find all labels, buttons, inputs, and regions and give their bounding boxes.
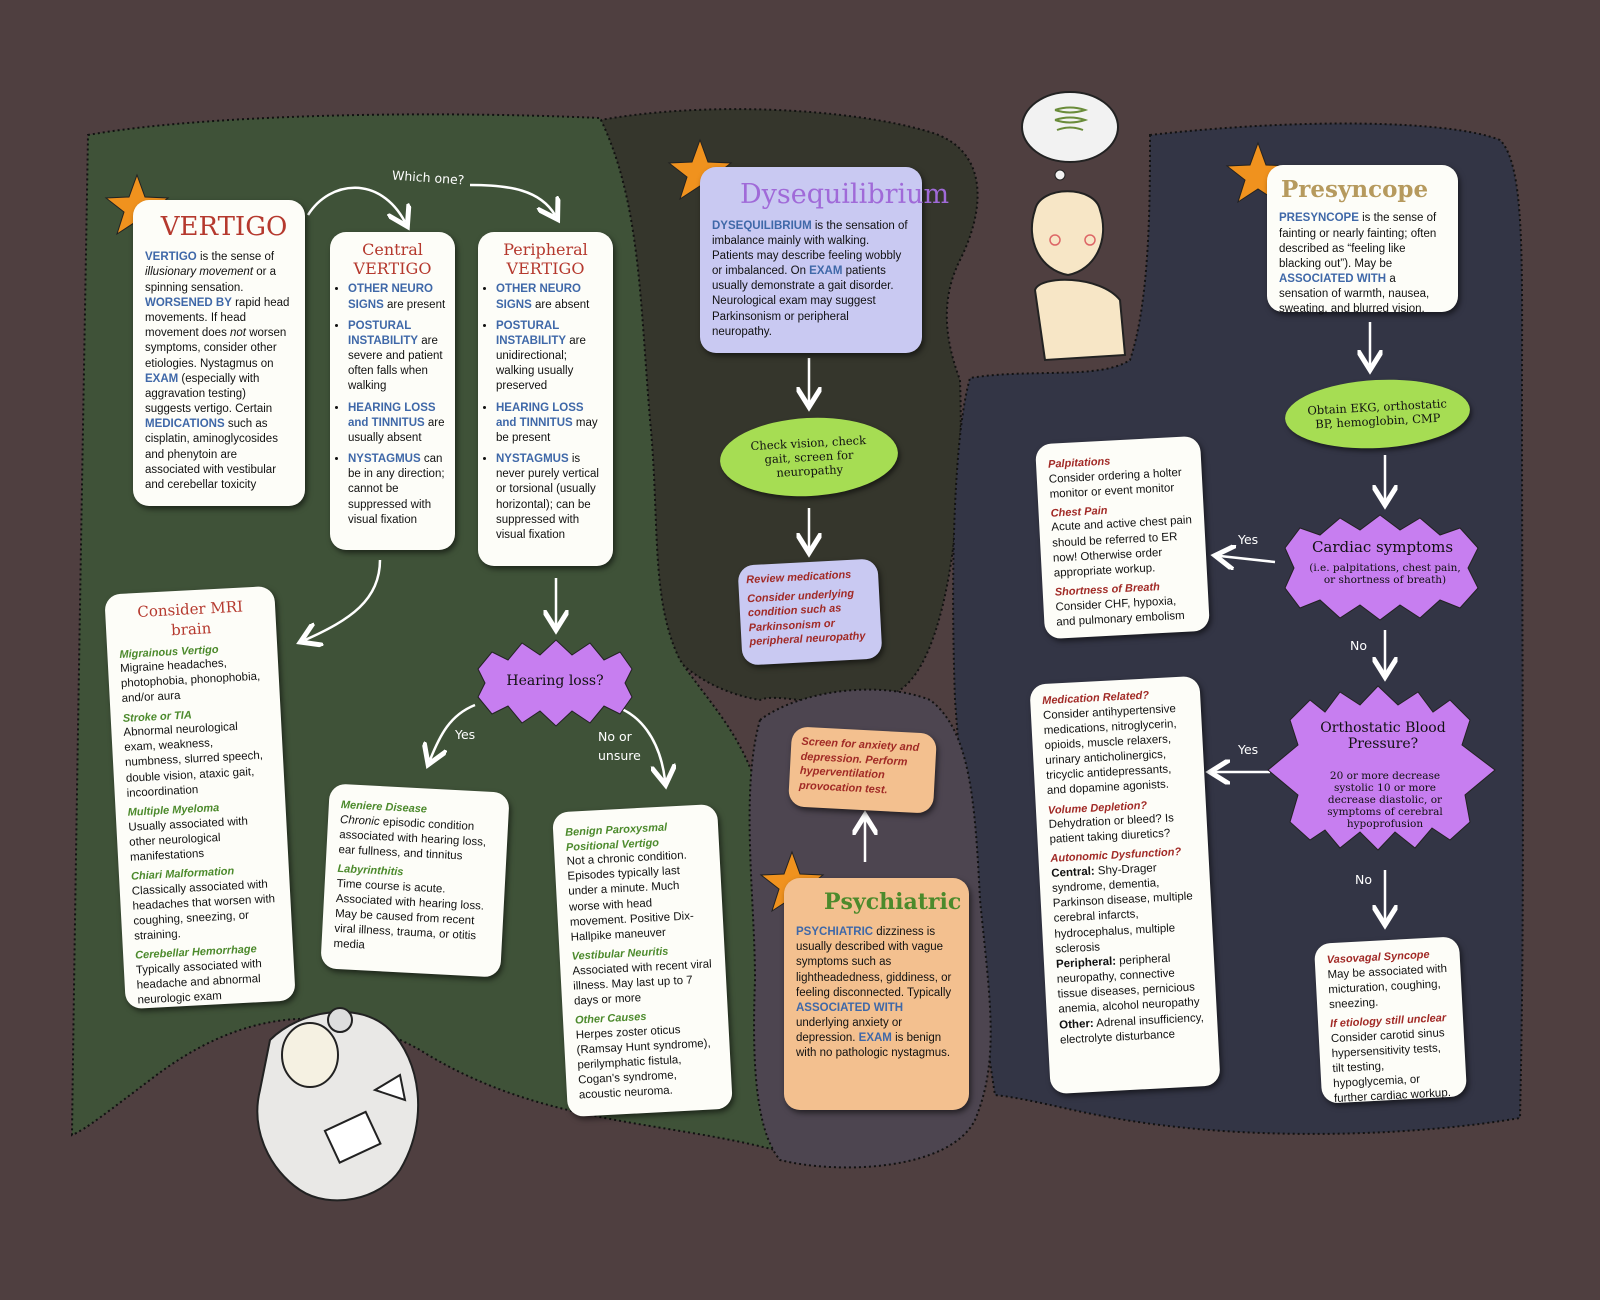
central-vertigo-card: Central VERTIGO OTHER NEURO SIGNS are pr…	[330, 232, 455, 550]
list-item: POSTURAL INSTABILITY are severe and pati…	[348, 319, 447, 395]
list-item: NYSTAGMUS can be in any direction; canno…	[348, 452, 447, 528]
central-title-1: Central	[338, 240, 447, 259]
psych-screen-card: Screen for anxiety and depression. Perfo…	[788, 726, 937, 813]
medication-card: Medication Related? Consider antihyperte…	[1029, 676, 1220, 1094]
item-text: Acute and active chest pain should be re…	[1051, 514, 1195, 582]
review-medications-card: Review medications Consider underlying c…	[737, 558, 882, 665]
presyncope-description: PRESYNCOPE is the sense of fainting or n…	[1279, 211, 1446, 317]
peripheral-list: OTHER NEURO SIGNS are absentPOSTURAL INS…	[486, 282, 605, 543]
item-text: Chronic episodic condition associated wi…	[338, 813, 496, 867]
cardiac-title: Cardiac symptoms	[1300, 538, 1465, 556]
hearing-yes-label: Yes	[455, 727, 475, 742]
item-text: Abnormal neurological exam, weakness, nu…	[123, 718, 273, 801]
mri-title: Consider MRI brain	[117, 596, 265, 643]
dysequilibrium-card: Dysequilibrium DYSEQUILIBRIUM is the sen…	[700, 167, 922, 353]
psych-title: Psychiatric	[824, 888, 957, 917]
list-item: OTHER NEURO SIGNS are absent	[496, 282, 605, 312]
kw-vertigo: VERTIGO	[145, 251, 197, 263]
item-text: Not a chronic condition. Episodes typica…	[566, 847, 712, 945]
ortho-no-label: No	[1355, 872, 1372, 887]
central-list: OTHER NEURO SIGNS are presentPOSTURAL IN…	[338, 282, 447, 528]
hearing-loss-label: Hearing loss?	[480, 673, 630, 689]
peripheral-title-2: VERTIGO	[486, 259, 605, 278]
cardiac-sub: (i.e. palpitations, chest pain, or short…	[1305, 562, 1465, 586]
list-item: POSTURAL INSTABILITY are unidirectional;…	[496, 319, 605, 395]
ortho-title: Orthostatic Blood Pressure?	[1318, 720, 1448, 752]
item-text: Migraine headaches, photophobia, phonoph…	[120, 654, 268, 707]
psychiatric-card: Psychiatric PSYCHIATRIC dizziness is usu…	[784, 878, 969, 1110]
list-item: NYSTAGMUS is never purely vertical or to…	[496, 452, 605, 543]
psych-description: PSYCHIATRIC dizziness is usually describ…	[796, 925, 957, 1062]
list-item: HEARING LOSS and TINNITUS are usually ab…	[348, 401, 447, 447]
dys-description: DYSEQUILIBRIUM is the sensation of imbal…	[712, 219, 910, 340]
presyncope-title: Presyncope	[1281, 175, 1446, 205]
hearing-no-label: No or unsure	[598, 728, 658, 766]
review-text: Consider underlying condition such as Pa…	[747, 585, 874, 649]
review-head: Review medications	[746, 567, 871, 588]
psych-screen-text: Screen for anxiety and depression. Perfo…	[799, 735, 927, 800]
list-item: HEARING LOSS and TINNITUS may be present	[496, 401, 605, 447]
cardiac-yes-label: Yes	[1238, 532, 1258, 547]
item-text: Typically associated with headache and a…	[136, 956, 284, 1009]
vertigo-title: VERTIGO	[155, 210, 293, 244]
item-text: Consider CHF, hypoxia, and pulmonary emb…	[1055, 593, 1197, 631]
vertigo-description: VERTIGO is the sense of illusionary move…	[145, 250, 293, 493]
item-text: Classically associated with headaches th…	[131, 877, 280, 945]
item-text: Time course is acute. Associated with he…	[333, 876, 493, 960]
item-text: Usually associated with other neurologic…	[128, 813, 276, 866]
ortho-sub: 20 or more decrease systolic 10 or more …	[1310, 770, 1460, 830]
ortho-yes-label: Yes	[1238, 742, 1258, 757]
item-text: Associated with recent viral illness. Ma…	[572, 957, 715, 1010]
presyncope-card: Presyncope PRESYNCOPE is the sense of fa…	[1267, 165, 1458, 312]
list-item: OTHER NEURO SIGNS are present	[348, 282, 447, 312]
dys-title: Dysequilibrium	[740, 177, 910, 213]
dizzy-person-icon	[1022, 92, 1125, 360]
item-text: Herpes zoster oticus (Ramsay Hunt syndro…	[575, 1021, 720, 1104]
peripheral-vertigo-card: Peripheral VERTIGO OTHER NEURO SIGNS are…	[478, 232, 613, 566]
doctor-cartoon-icon	[257, 1008, 418, 1200]
cardiac-no-label: No	[1350, 638, 1367, 653]
peripheral-title-1: Peripheral	[486, 240, 605, 259]
vasovagal-card: Vasovagal Syncope May be associated with…	[1314, 936, 1467, 1103]
central-title-2: VERTIGO	[338, 259, 447, 278]
vertigo-card: VERTIGO VERTIGO is the sense of illusion…	[133, 200, 305, 506]
